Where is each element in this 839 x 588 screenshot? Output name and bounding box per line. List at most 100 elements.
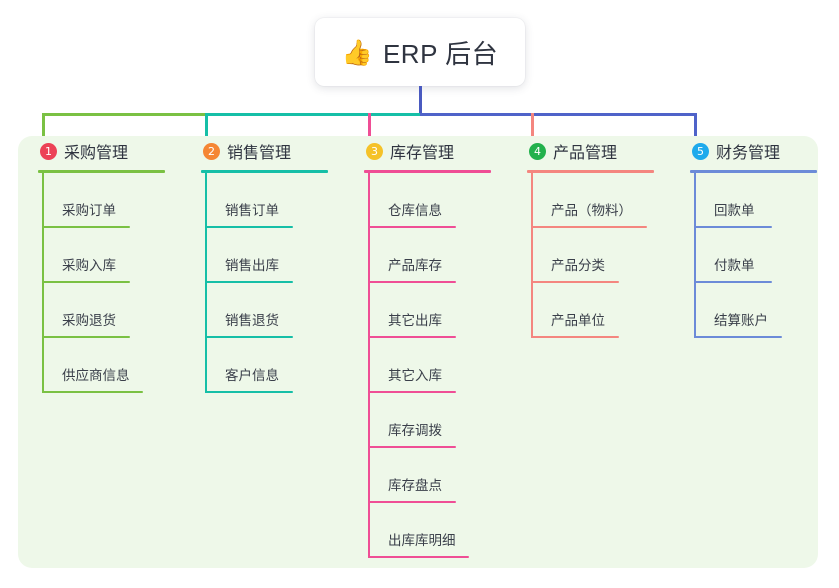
branch-item-label: 采购订单 bbox=[62, 203, 116, 218]
trunk-segment-blue bbox=[420, 113, 697, 116]
branch-column-4[interactable]: 4 产品管理产品（物料） 产品分类产品单位 bbox=[507, 136, 670, 338]
branch-item-label: 销售出库 bbox=[225, 258, 279, 273]
branch-item-label: 产品分类 bbox=[551, 258, 605, 273]
branch-number-badge: 5 bbox=[692, 142, 709, 160]
branch-item-underline bbox=[368, 391, 456, 393]
branch-item-underline bbox=[368, 446, 456, 448]
branch-item-underline bbox=[42, 391, 143, 393]
branch-title: 库存管理 bbox=[390, 145, 455, 162]
branch-item-underline bbox=[205, 336, 293, 338]
branch-title-underline bbox=[690, 170, 817, 173]
trunk-segment-green bbox=[42, 113, 205, 116]
branch-item[interactable]: 销售出库 bbox=[205, 228, 344, 283]
branch-item-label: 结算账户 bbox=[714, 313, 768, 328]
branch-item-underline bbox=[368, 336, 456, 338]
branch-item[interactable]: 产品单位 bbox=[531, 283, 670, 338]
branch-item-label: 采购退货 bbox=[62, 313, 116, 328]
branch-item-underline bbox=[368, 226, 456, 228]
branch-item[interactable]: 其它入库 bbox=[368, 338, 507, 393]
trunk-segment-teal bbox=[205, 113, 420, 116]
branch-item[interactable]: 采购退货 bbox=[42, 283, 181, 338]
branch-item-label: 其它入库 bbox=[388, 368, 442, 383]
branch-item[interactable]: 采购入库 bbox=[42, 228, 181, 283]
branch-item-underline bbox=[694, 336, 782, 338]
branch-item-list: 回款单付款单结算账户 bbox=[694, 173, 833, 338]
branch-item-underline bbox=[42, 226, 130, 228]
branch-item-label: 其它出库 bbox=[388, 313, 442, 328]
branch-item-list: 产品（物料） 产品分类产品单位 bbox=[531, 173, 670, 338]
branch-header-4[interactable]: 4 产品管理 bbox=[507, 136, 670, 166]
branch-spine-line bbox=[368, 173, 370, 558]
branch-item[interactable]: 客户信息 bbox=[205, 338, 344, 393]
branch-spine-line bbox=[205, 173, 207, 393]
branch-title-underline bbox=[527, 170, 654, 173]
branch-title-underline bbox=[364, 170, 491, 173]
branch-item-underline bbox=[205, 281, 293, 283]
branch-item[interactable]: 付款单 bbox=[694, 228, 833, 283]
branch-title: 采购管理 bbox=[64, 145, 129, 162]
branch-item[interactable]: 结算账户 bbox=[694, 283, 833, 338]
branch-item-label: 采购入库 bbox=[62, 258, 116, 273]
branch-item[interactable]: 出库库明细 bbox=[368, 503, 507, 558]
branch-spine-line bbox=[42, 173, 44, 393]
branch-item-label: 客户信息 bbox=[225, 368, 279, 383]
branch-spine-line bbox=[694, 173, 696, 338]
branch-column-2[interactable]: 2 销售管理销售订单销售出库销售退货客户信息 bbox=[181, 136, 344, 393]
branch-title-underline bbox=[201, 170, 328, 173]
branch-item-label: 回款单 bbox=[714, 203, 755, 218]
branch-number-badge: 4 bbox=[529, 142, 546, 160]
branch-item-label: 供应商信息 bbox=[62, 368, 130, 383]
branch-item[interactable]: 回款单 bbox=[694, 173, 833, 228]
branch-item-list: 销售订单销售出库销售退货客户信息 bbox=[205, 173, 344, 393]
branch-item-underline bbox=[205, 226, 293, 228]
branch-item-label: 库存调拨 bbox=[388, 423, 442, 438]
branch-item-underline bbox=[205, 391, 293, 393]
branch-header-3[interactable]: 3 库存管理 bbox=[344, 136, 507, 166]
branch-title: 财务管理 bbox=[716, 145, 781, 162]
root-node-title: ERP 后台 bbox=[382, 38, 499, 69]
branch-item-underline bbox=[531, 281, 619, 283]
branch-header-5[interactable]: 5 财务管理 bbox=[670, 136, 833, 166]
branch-item[interactable]: 销售订单 bbox=[205, 173, 344, 228]
branch-item[interactable]: 供应商信息 bbox=[42, 338, 181, 393]
branch-item-label: 仓库信息 bbox=[388, 203, 442, 218]
branch-item[interactable]: 库存调拨 bbox=[368, 393, 507, 448]
thumbs-up-icon: 👍 bbox=[341, 38, 373, 67]
branch-item-label: 付款单 bbox=[714, 258, 755, 273]
branch-item-label: 销售订单 bbox=[225, 203, 279, 218]
branch-item-underline bbox=[42, 336, 130, 338]
branch-item[interactable]: 产品库存 bbox=[368, 228, 507, 283]
root-stem-line bbox=[419, 86, 422, 116]
branch-item-underline bbox=[531, 226, 647, 228]
branch-item-underline bbox=[694, 226, 772, 228]
branch-header-2[interactable]: 2 销售管理 bbox=[181, 136, 344, 166]
branch-item[interactable]: 仓库信息 bbox=[368, 173, 507, 228]
branch-item[interactable]: 其它出库 bbox=[368, 283, 507, 338]
branch-column-3[interactable]: 3 库存管理仓库信息产品库存其它出库其它入库库存调拨库存盘点出库库明细 bbox=[344, 136, 507, 558]
branch-item[interactable]: 产品分类 bbox=[531, 228, 670, 283]
branch-item[interactable]: 采购订单 bbox=[42, 173, 181, 228]
branch-item-label: 产品（物料） bbox=[551, 203, 632, 218]
branch-number-badge: 1 bbox=[40, 142, 57, 160]
branch-item-list: 仓库信息产品库存其它出库其它入库库存调拨库存盘点出库库明细 bbox=[368, 173, 507, 558]
branch-number-badge: 2 bbox=[203, 142, 220, 160]
branch-spine-line bbox=[531, 173, 533, 338]
root-node[interactable]: 👍 ERP 后台 bbox=[315, 18, 525, 86]
branch-item-label: 库存盘点 bbox=[388, 478, 442, 493]
branch-title: 销售管理 bbox=[227, 145, 292, 162]
branch-item[interactable]: 库存盘点 bbox=[368, 448, 507, 503]
branch-item-label: 产品单位 bbox=[551, 313, 605, 328]
branch-title-underline bbox=[38, 170, 165, 173]
branch-title: 产品管理 bbox=[553, 145, 618, 162]
branch-item[interactable]: 产品（物料） bbox=[531, 173, 670, 228]
branches-panel bbox=[18, 136, 818, 568]
branch-column-5[interactable]: 5 财务管理回款单付款单结算账户 bbox=[670, 136, 833, 338]
branch-item-underline bbox=[531, 336, 619, 338]
branch-header-1[interactable]: 1 采购管理 bbox=[18, 136, 181, 166]
branch-item[interactable]: 销售退货 bbox=[205, 283, 344, 338]
branch-item-underline bbox=[694, 281, 772, 283]
branch-item-label: 产品库存 bbox=[388, 258, 442, 273]
branch-column-1[interactable]: 1 采购管理采购订单采购入库采购退货供应商信息 bbox=[18, 136, 181, 393]
branch-item-underline bbox=[368, 501, 456, 503]
branch-number-badge: 3 bbox=[366, 142, 383, 160]
